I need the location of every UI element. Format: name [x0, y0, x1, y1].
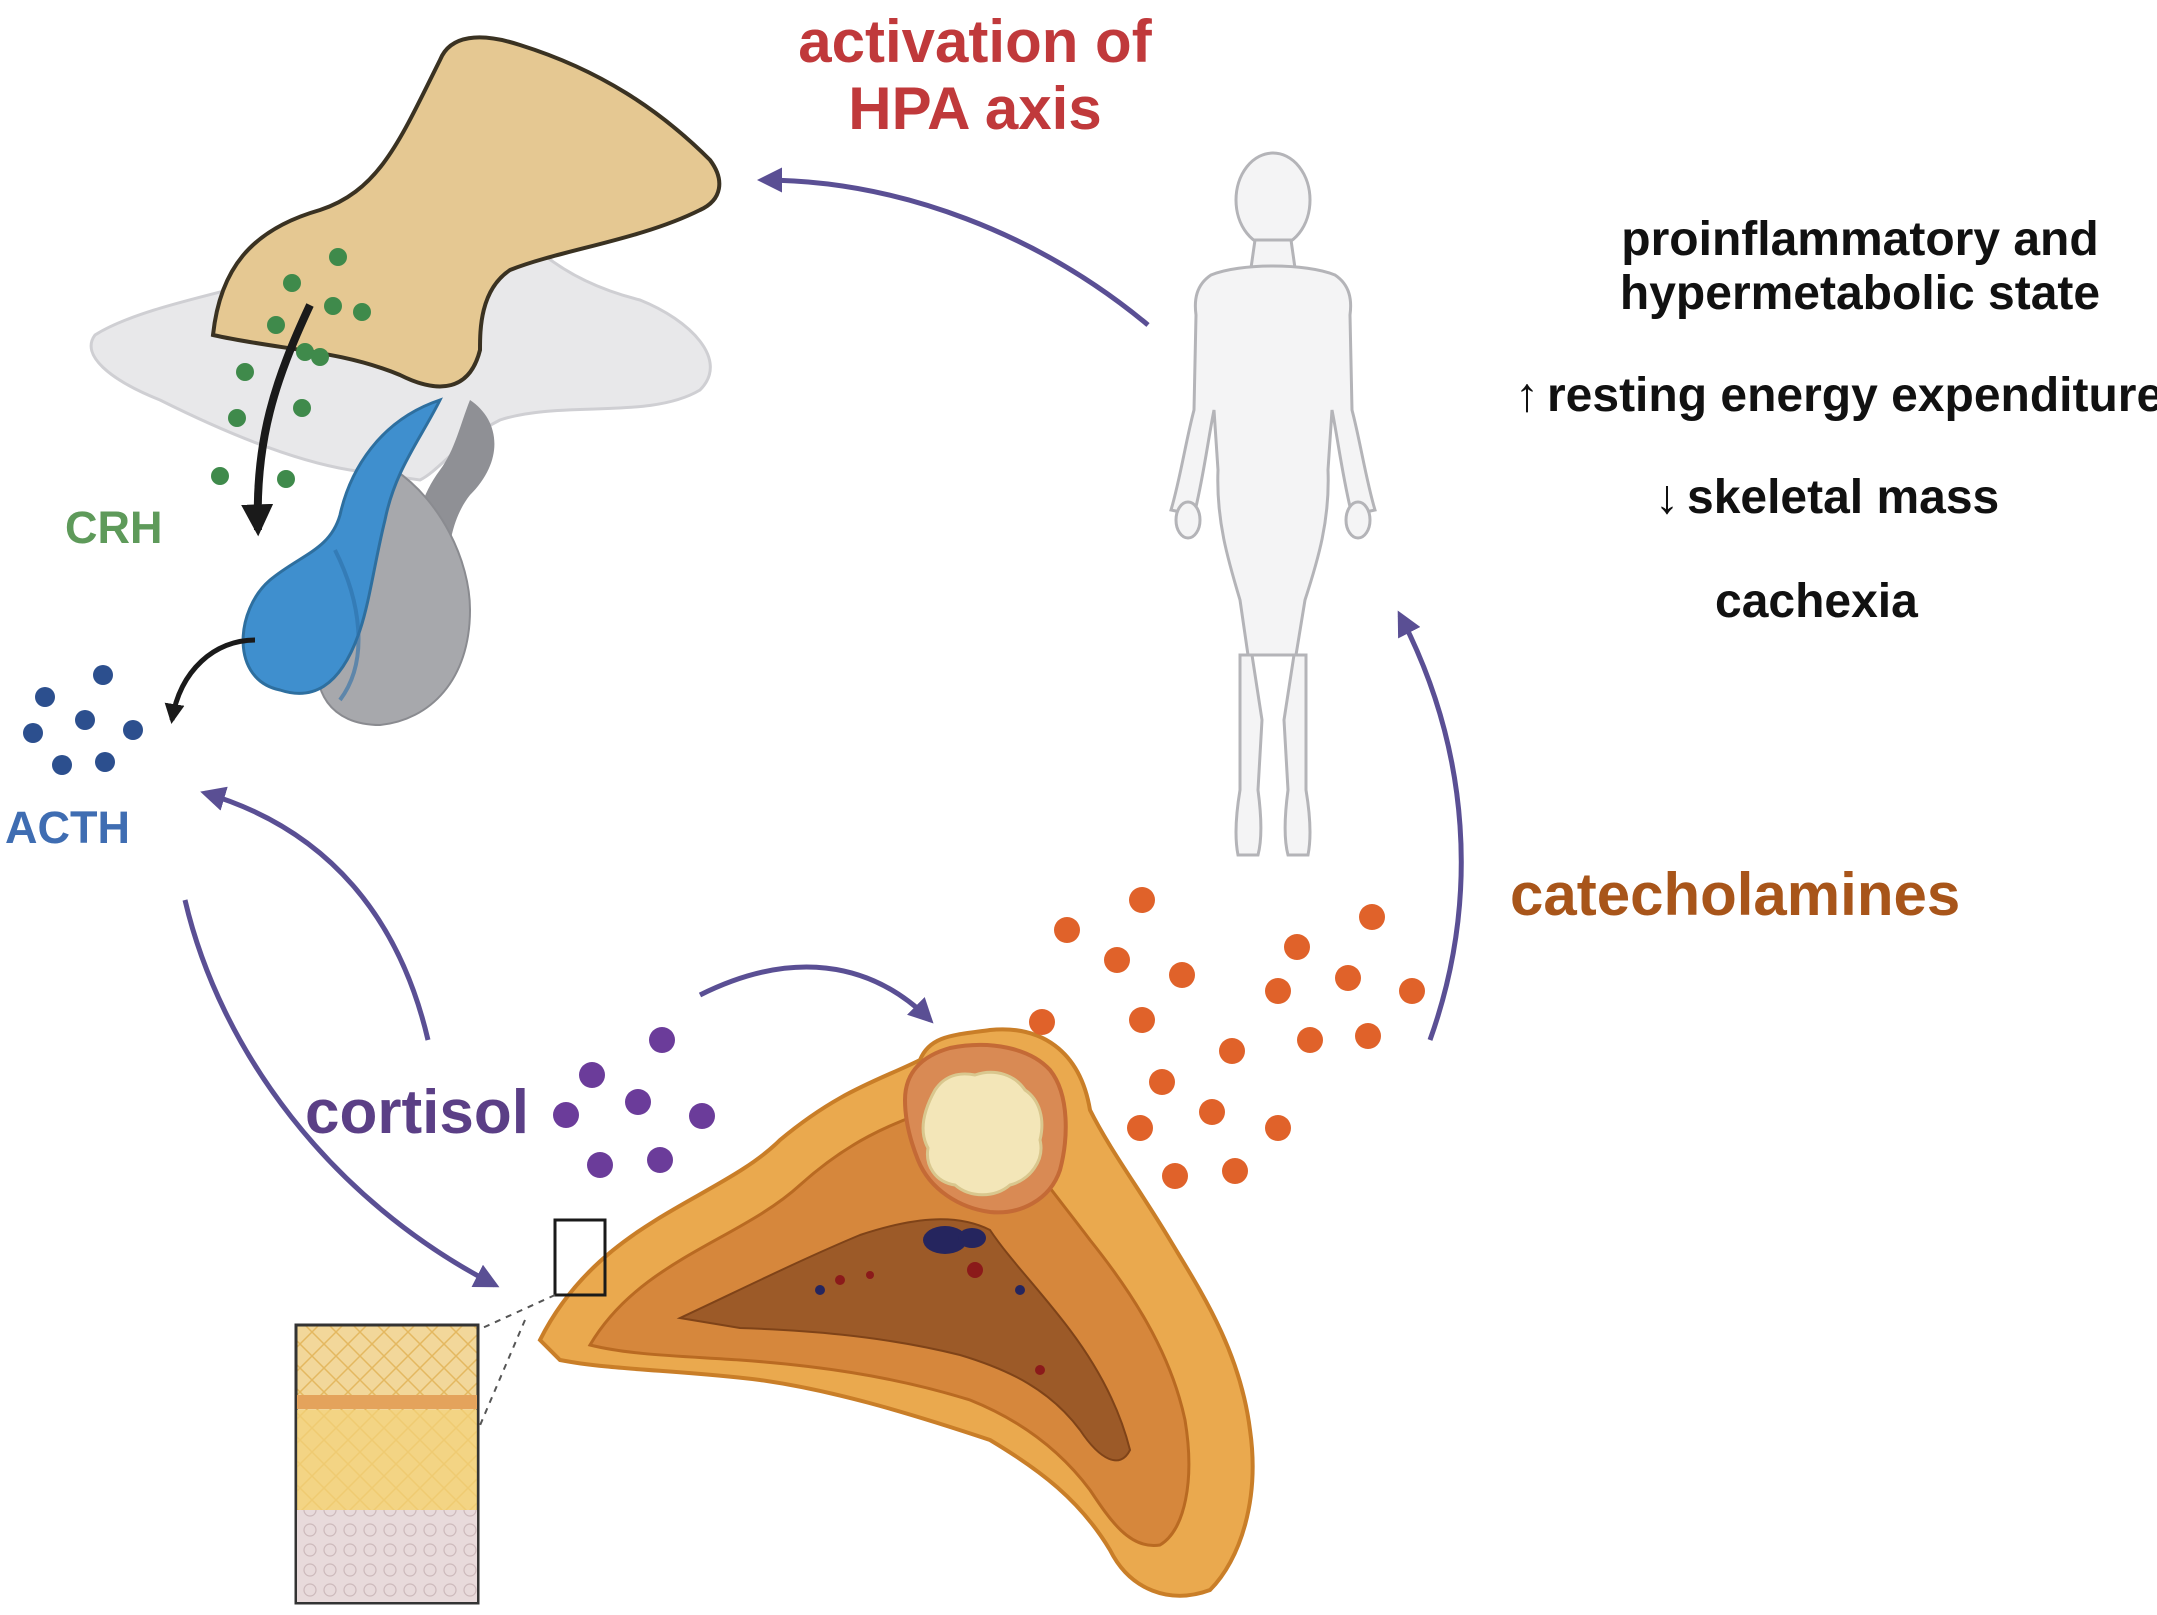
- effect-state: proinflammatory and hypermetabolic state: [1520, 213, 2157, 321]
- catecholamines-label: catecholamines: [1510, 861, 1961, 928]
- hypothalamus-pituitary: [23, 35, 722, 775]
- catecholamine-particles: [1029, 887, 1425, 1189]
- zoom-box: [553, 1218, 607, 1297]
- effect-skeletal-label: skeletal mass: [1687, 471, 2000, 524]
- effect-skeletal: ↓skeletal mass: [1655, 474, 1999, 522]
- effect-ree-label: resting energy expenditure: [1547, 369, 2157, 422]
- crh-label: CRH: [65, 502, 163, 553]
- adrenal-gland: [294, 887, 1425, 1605]
- effect-state-line-2: hypermetabolic state: [1619, 266, 2101, 320]
- crh-particles: [211, 248, 371, 488]
- blood-vessels: [815, 1226, 1045, 1375]
- diagram-title: activation of HPA axis: [0, 8, 1950, 142]
- arrow-catecholamines-to-figure: [1397, 610, 1464, 1041]
- crh-release-arrow: [241, 303, 314, 537]
- acth-particles: [23, 665, 143, 775]
- anterior-pituitary: [241, 397, 443, 695]
- adrenal-medulla: [676, 1218, 1132, 1462]
- up-arrow-icon: ↑: [1515, 369, 1539, 422]
- hypothalamus-region: [210, 35, 722, 389]
- cycle-arrows: [182, 167, 1464, 1288]
- title-line-2: HPA axis: [848, 75, 1102, 143]
- title-line-1: activation of: [798, 8, 1152, 75]
- effect-state-line-1: proinflammatory and: [1621, 213, 2099, 266]
- acth-label: ACTH: [5, 802, 130, 853]
- human-figure: [1169, 151, 1377, 857]
- arrow-cortisol-to-medulla: [698, 964, 934, 1024]
- arrow-acth-to-adrenal: [182, 899, 500, 1288]
- tumor: [921, 1070, 1044, 1197]
- down-arrow-icon: ↓: [1655, 471, 1679, 524]
- acth-release-arrow: [164, 637, 256, 724]
- tissue-inset: [294, 1323, 480, 1605]
- arrow-figure-to-hpa: [757, 167, 1150, 327]
- effect-ree: ↑resting energy expenditure: [1515, 372, 2157, 420]
- cortisol-label: cortisol: [305, 1078, 529, 1147]
- arrow-cortisol-feedback: [200, 786, 431, 1041]
- effect-cachexia: cachexia: [1715, 575, 1918, 628]
- cortisol-particles: [553, 1027, 715, 1178]
